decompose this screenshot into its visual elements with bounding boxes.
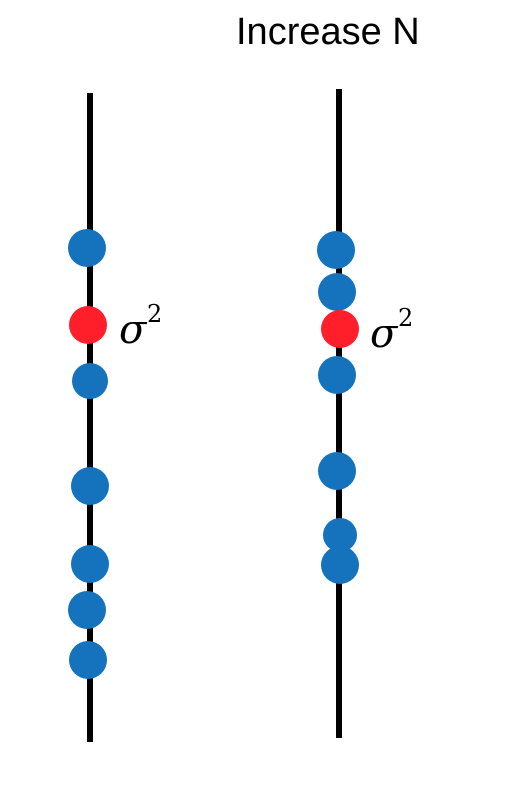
- left-panel: σ 2: [68, 93, 162, 742]
- left-sample-dot: [72, 363, 108, 399]
- diagram-title: Increase N: [236, 11, 420, 53]
- right-sample-dot: [317, 231, 355, 269]
- right-sigma-label: σ 2: [370, 304, 413, 357]
- right-sample-dot: [323, 518, 357, 552]
- left-sample-dot: [68, 591, 106, 629]
- sigma-exponent: 2: [398, 304, 413, 332]
- left-sample-dot: [68, 229, 106, 267]
- left-sample-dot: [71, 545, 109, 583]
- sigma-symbol: σ: [370, 311, 399, 357]
- left-sigma-label: σ 2: [119, 300, 162, 353]
- right-sample-dot: [318, 452, 356, 490]
- right-sample-dot: [321, 546, 359, 584]
- right-sample-dot: [318, 356, 356, 394]
- left-sample-dot: [71, 467, 109, 505]
- sigma-exponent: 2: [147, 300, 162, 328]
- left-sample-dot: [69, 641, 107, 679]
- left-sigma-dot: [69, 306, 107, 344]
- sigma-symbol: σ: [119, 307, 148, 353]
- right-panel: σ 2: [317, 89, 413, 738]
- right-sigma-dot: [321, 310, 359, 348]
- right-sample-dot: [318, 273, 356, 311]
